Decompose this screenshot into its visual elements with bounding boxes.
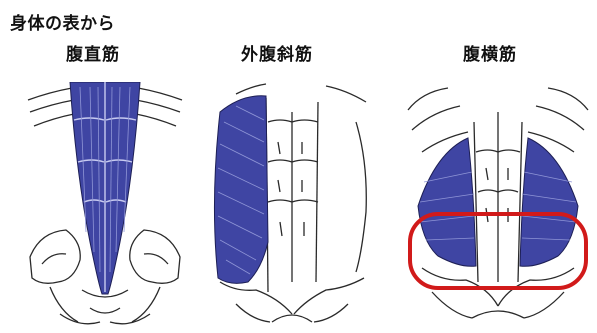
label-transversus-abdominis: 腹横筋	[463, 40, 517, 65]
transversus-abdominis-illustration	[402, 82, 594, 330]
rectus-abdominis-illustration	[20, 82, 190, 330]
rectus-abdominis-panel	[20, 82, 190, 330]
external-oblique-panel	[206, 82, 378, 330]
external-oblique-illustration	[206, 82, 378, 330]
page-title: 身体の表から	[10, 9, 115, 34]
label-external-oblique: 外腹斜筋	[241, 40, 313, 65]
label-rectus-abdominis: 腹直筋	[66, 40, 120, 65]
transversus-abdominis-panel	[402, 82, 594, 330]
